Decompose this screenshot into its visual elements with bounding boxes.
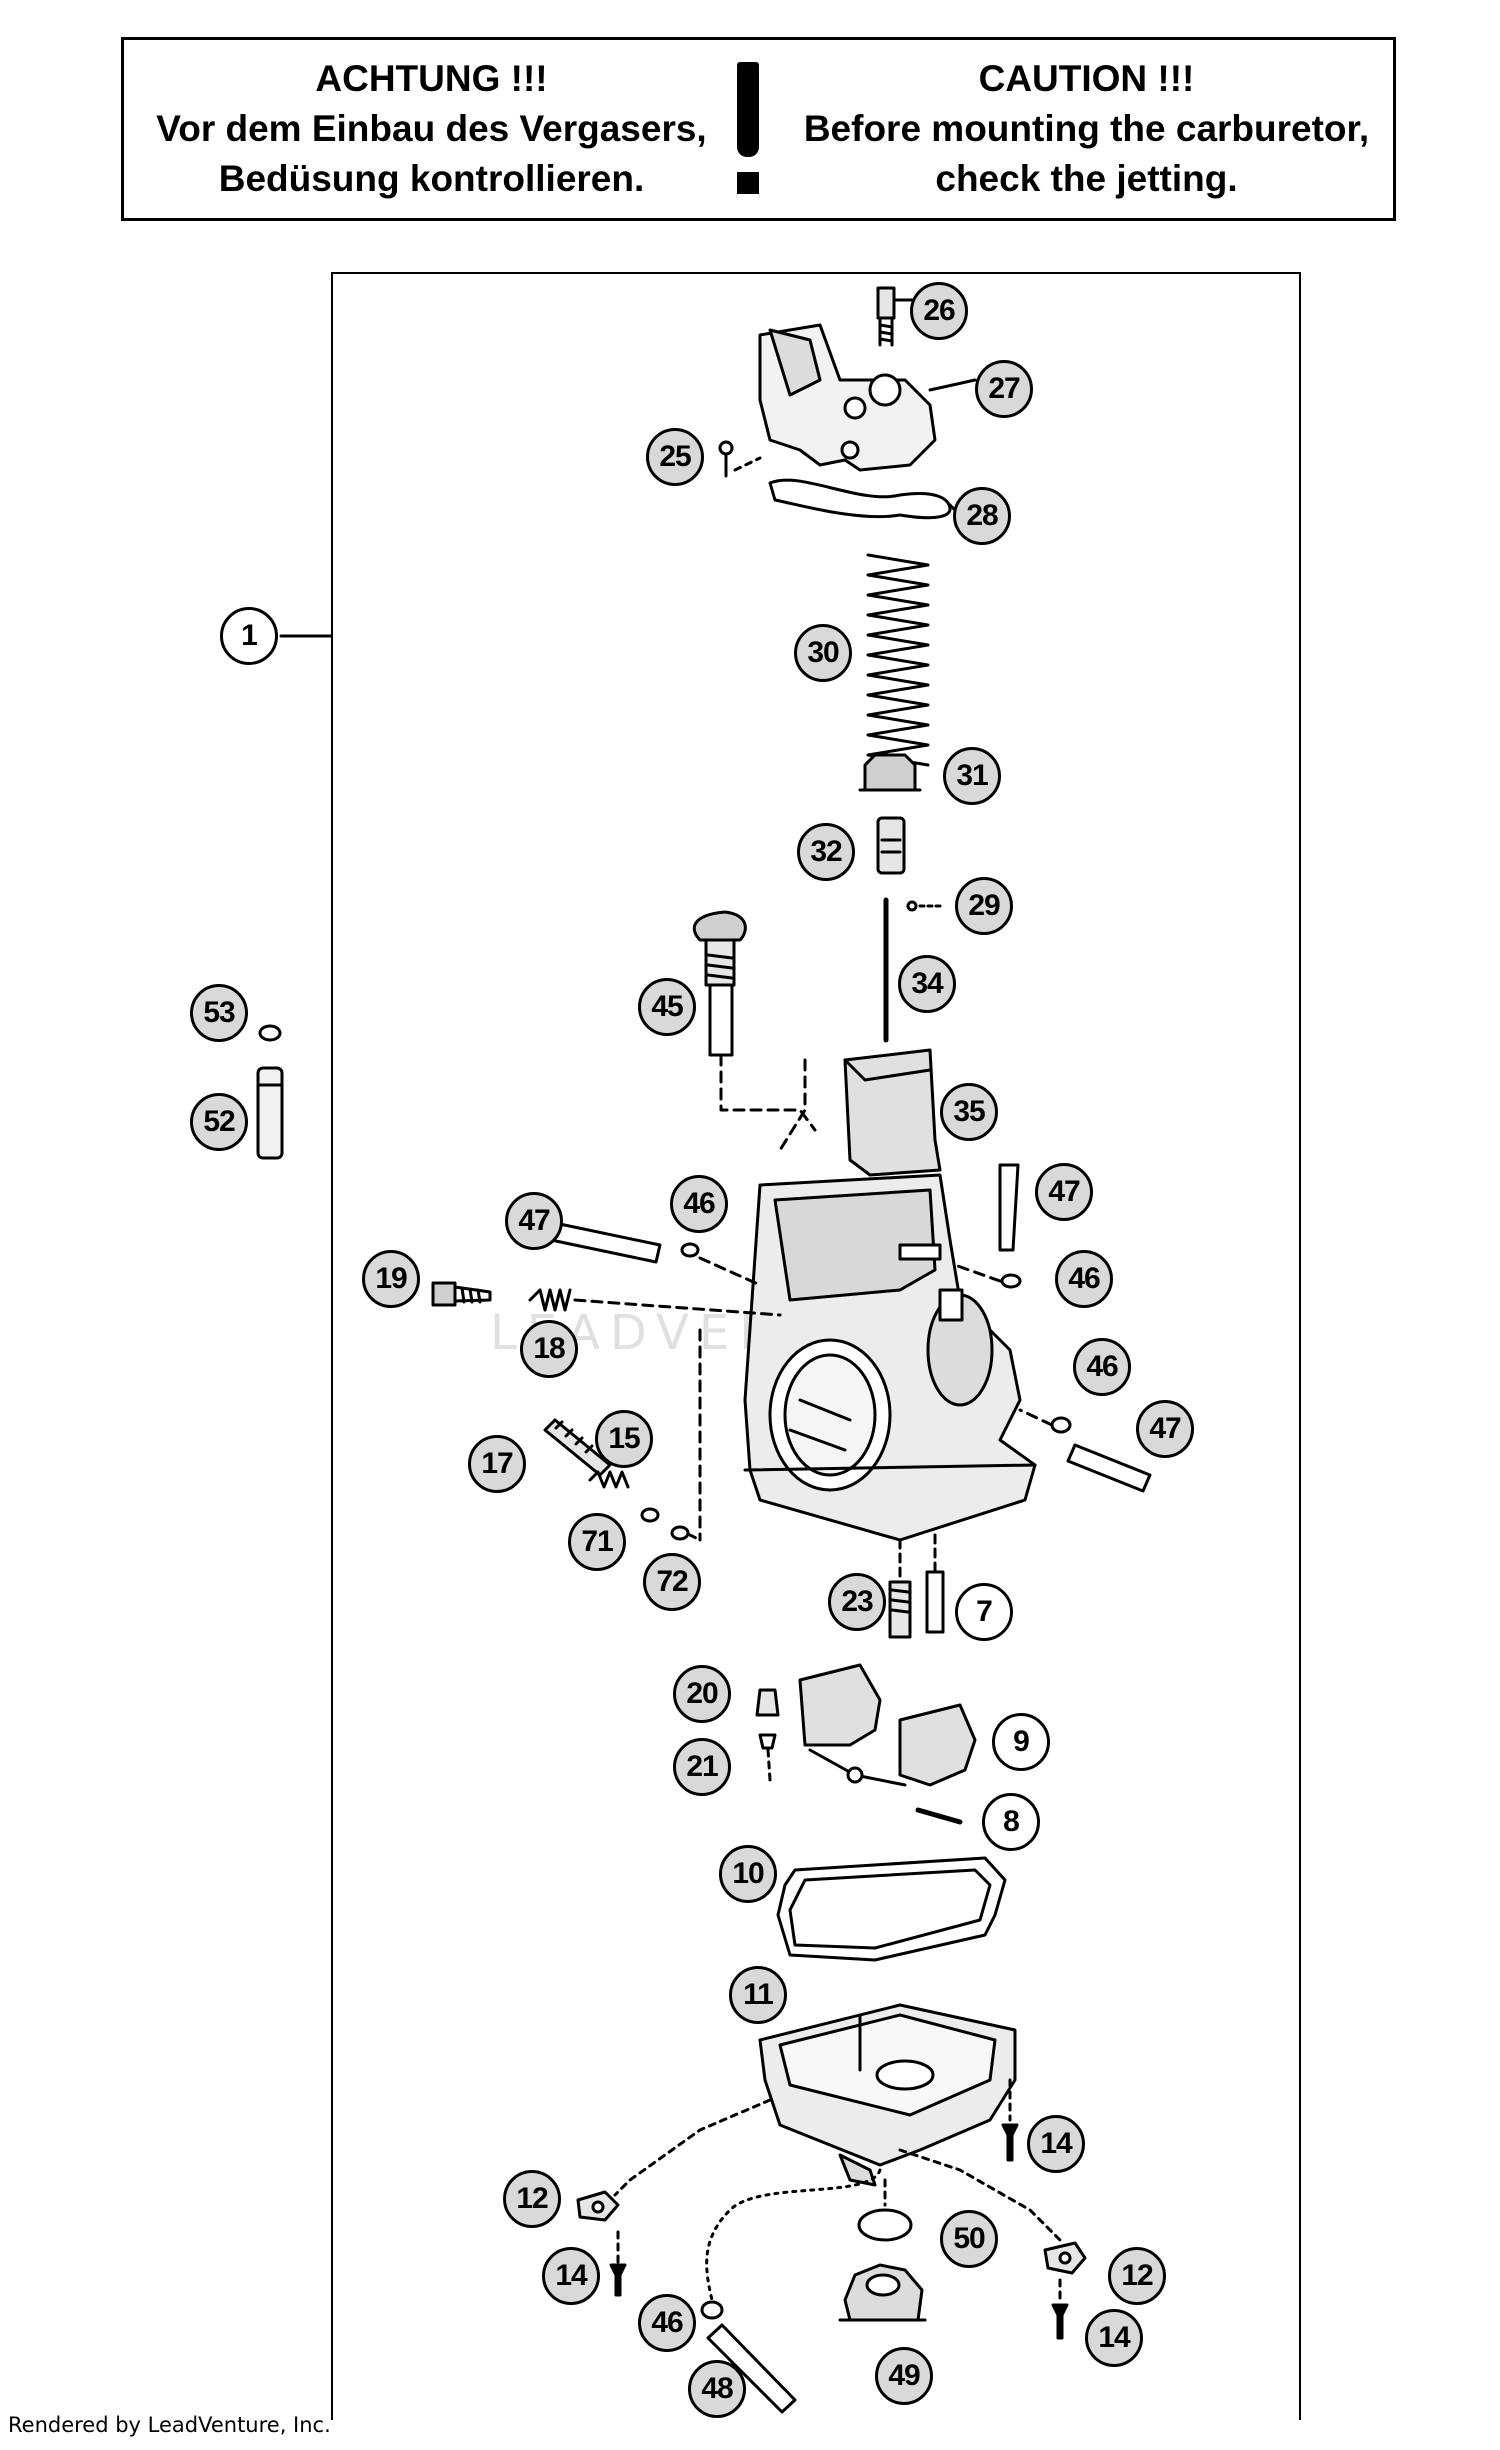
callout-35: 35 xyxy=(940,1083,998,1141)
callout-18: 18 xyxy=(520,1320,578,1378)
air-screw-19-part xyxy=(431,1281,492,1307)
caution-box: ACHTUNG !!! Vor dem Einbau des Vergasers… xyxy=(121,37,1396,221)
callout-7: 7 xyxy=(955,1583,1013,1641)
callout-8: 8 xyxy=(982,1793,1040,1851)
float-needle-20-part xyxy=(755,1688,780,1717)
spring-15-part xyxy=(588,1470,630,1489)
callout-46-left: 46 xyxy=(670,1175,728,1233)
bowl-screw-14c-part xyxy=(1051,2303,1069,2340)
caution-english-line1: Before mounting the carburetor, xyxy=(803,108,1370,149)
callout-14-right-bottom: 14 xyxy=(1085,2309,1143,2367)
vent-tube-47b-part xyxy=(998,1163,1020,1252)
caution-english-title: CAUTION !!! xyxy=(978,58,1195,99)
callout-53: 53 xyxy=(190,984,248,1042)
carburetor-body-part xyxy=(743,1173,1037,1542)
leader-27 xyxy=(928,378,977,392)
cap-screw-part xyxy=(718,440,762,478)
tube-52-part xyxy=(256,1066,284,1160)
slide-spring-part xyxy=(866,553,930,767)
callout-28: 28 xyxy=(953,487,1011,545)
caution-german-title: ACHTUNG !!! xyxy=(315,58,548,99)
caution-german: ACHTUNG !!! Vor dem Einbau des Vergasers… xyxy=(124,54,739,204)
credit-text: Rendered by LeadVenture, Inc. xyxy=(8,2413,331,2437)
drain-plug-part xyxy=(838,2263,927,2322)
callout-14-left: 14 xyxy=(542,2247,600,2305)
callout-17: 17 xyxy=(468,1435,526,1493)
vent-tube-47a-part xyxy=(549,1221,662,1264)
float-pin-8-part xyxy=(915,1807,963,1825)
callout-12-left: 12 xyxy=(503,2170,561,2228)
callout-14-right-top: 14 xyxy=(1027,2115,1085,2173)
oring-50-part xyxy=(857,2208,913,2242)
callout-29: 29 xyxy=(955,877,1013,935)
hose-48-part xyxy=(706,2323,797,2414)
caution-english-line2: check the jetting. xyxy=(935,158,1238,199)
oring-46c-part xyxy=(1050,1416,1072,1434)
spring-seat-part xyxy=(858,753,922,792)
bowl-screw-14b-part xyxy=(609,2263,627,2297)
caution-german-line2: Bedüsung kontrollieren. xyxy=(218,158,645,199)
bowl-screw-14a-part xyxy=(1001,2123,1019,2162)
callout-47-right-top: 47 xyxy=(1035,1163,1093,1221)
callout-46-right-top: 46 xyxy=(1055,1250,1113,1308)
callout-46-right-mid: 46 xyxy=(1073,1338,1131,1396)
callout-34: 34 xyxy=(898,955,956,1013)
callout-9: 9 xyxy=(992,1713,1050,1771)
needle-clip-part xyxy=(906,900,942,912)
pilot-jet-7-part xyxy=(925,1533,945,1634)
callout-71: 71 xyxy=(568,1513,626,1571)
callout-21: 21 xyxy=(673,1738,731,1796)
oring-46d-part xyxy=(700,2300,724,2320)
callout-25: 25 xyxy=(646,428,704,486)
exclamation-dot-icon xyxy=(737,172,759,194)
callout-49: 49 xyxy=(875,2347,933,2405)
callout-45: 45 xyxy=(638,978,696,1036)
callout-30: 30 xyxy=(794,624,852,682)
callout-72: 72 xyxy=(643,1553,701,1611)
main-jet-23-part xyxy=(888,1538,912,1639)
oring-72-part xyxy=(670,1525,690,1541)
caution-german-line1: Vor dem Einbau des Vergasers, xyxy=(156,108,707,149)
callout-23: 23 xyxy=(828,1573,886,1631)
callout-50: 50 xyxy=(940,2210,998,2268)
callout-10: 10 xyxy=(719,1845,777,1903)
exclamation-icon xyxy=(737,62,759,157)
caution-english: CAUTION !!! Before mounting the carburet… xyxy=(774,54,1399,204)
callout-47-left: 47 xyxy=(505,1192,563,1250)
callout-48: 48 xyxy=(688,2360,746,2418)
callout-32: 32 xyxy=(797,823,855,881)
bracket-12b-part xyxy=(1043,2241,1087,2275)
throttle-slide-part xyxy=(843,1048,942,1177)
callout-31: 31 xyxy=(943,747,1001,805)
float-bowl-part xyxy=(758,2003,1017,2187)
callout-15: 15 xyxy=(595,1410,653,1468)
oring-53-part xyxy=(258,1024,282,1042)
oring-46a-part xyxy=(680,1242,700,1258)
oring-46b-part xyxy=(1000,1273,1022,1289)
assembly-frame xyxy=(331,272,1301,2420)
callout-26: 26 xyxy=(910,282,968,340)
spring-18-part xyxy=(528,1288,572,1312)
callout-47-right-bottom: 47 xyxy=(1136,1400,1194,1458)
bracket-12a-part xyxy=(576,2190,620,2222)
adjust-screw-part xyxy=(876,286,927,347)
vent-tube-47c-part xyxy=(1066,1443,1152,1493)
callout-19: 19 xyxy=(362,1250,420,1308)
callout-46-bottom: 46 xyxy=(638,2294,696,2352)
cap-gasket-part xyxy=(768,478,952,520)
callout-12-right: 12 xyxy=(1108,2247,1166,2305)
callout-11: 11 xyxy=(729,1966,787,2024)
washer-71-part xyxy=(640,1507,660,1523)
callout-27: 27 xyxy=(975,360,1033,418)
callout-1: 1 xyxy=(220,607,278,665)
clip-21-part xyxy=(758,1733,777,1782)
callout-20: 20 xyxy=(673,1665,731,1723)
float-9-part xyxy=(798,1663,977,1787)
idle-screw-part xyxy=(692,910,817,1132)
top-cap-part xyxy=(758,323,937,472)
needle-holder-part xyxy=(876,816,906,875)
callout-52: 52 xyxy=(190,1093,248,1151)
